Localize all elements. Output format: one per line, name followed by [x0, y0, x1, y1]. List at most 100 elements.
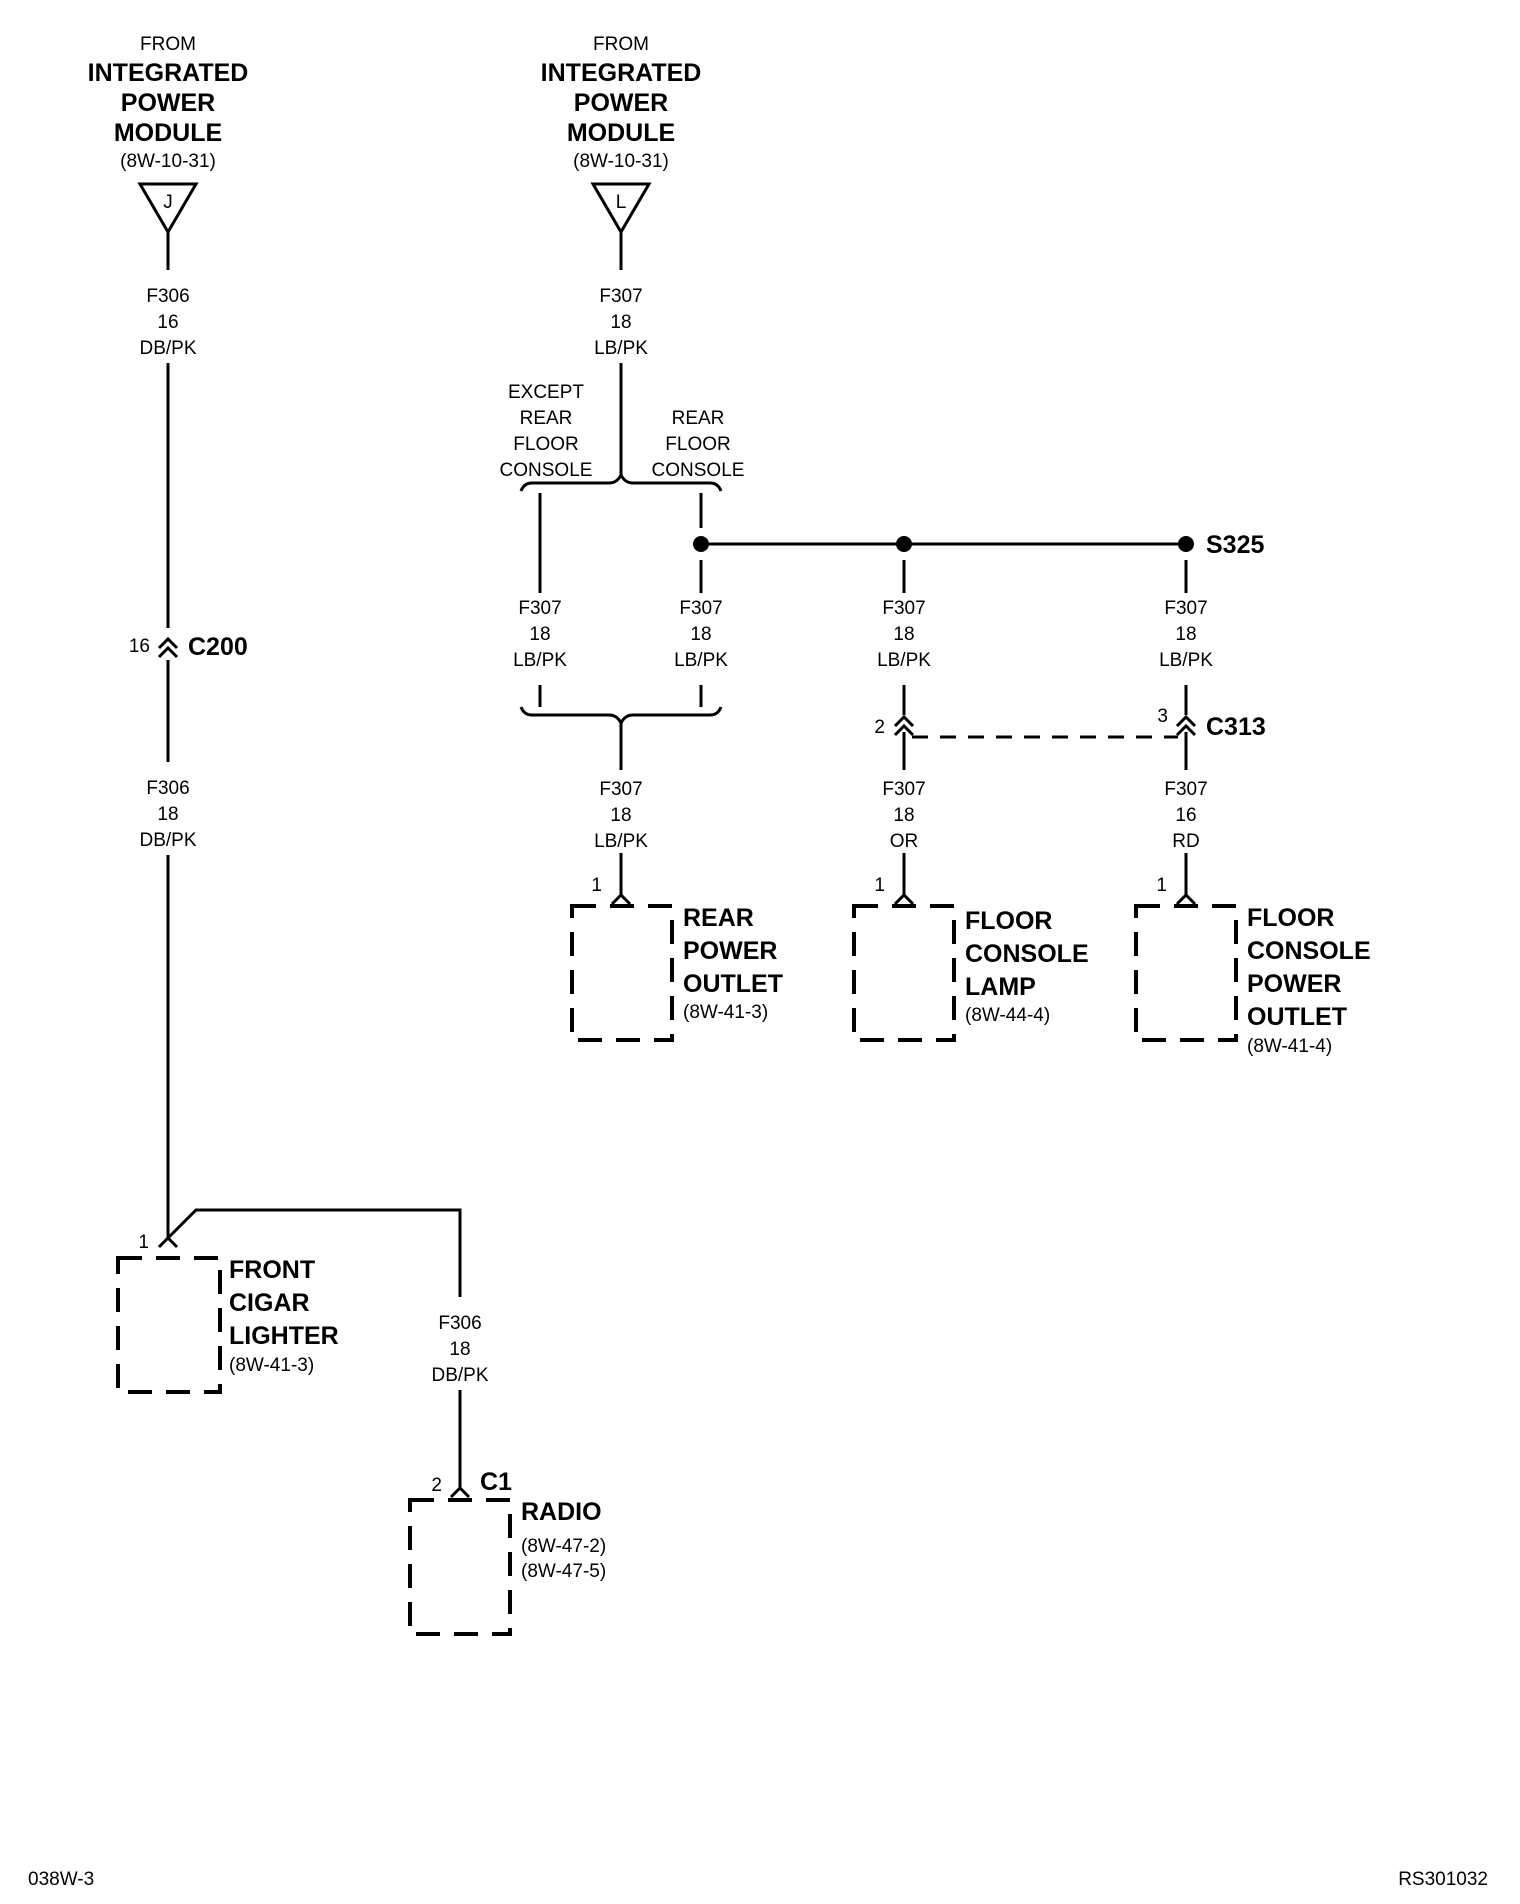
wire-gauge: 18 — [610, 805, 631, 826]
component-ref: (8W-47-2) — [521, 1536, 606, 1557]
source-module-line: INTEGRATED — [88, 59, 249, 87]
component-pin: 1 — [591, 875, 602, 896]
option-right-line: REAR — [672, 408, 725, 429]
splice-dot — [896, 536, 912, 552]
wire-color: LB/PK — [594, 831, 648, 852]
wire-color: DB/PK — [431, 1365, 488, 1386]
wire-color: LB/PK — [1159, 650, 1213, 671]
component-name-line: FLOOR — [1247, 904, 1335, 932]
component-ref: (8W-44-4) — [965, 1005, 1050, 1026]
connector-chevron-icon — [610, 892, 632, 906]
wires — [166, 232, 1188, 1488]
component-name-line: POWER — [1247, 970, 1341, 998]
wire-gauge: 18 — [690, 624, 711, 645]
source-ipm-j: FROM INTEGRATED POWER MODULE (8W-10-31) … — [88, 34, 249, 235]
component-ref: (8W-41-4) — [1247, 1036, 1332, 1057]
wire-circuit: F307 — [1164, 779, 1207, 800]
wire-color: OR — [890, 831, 919, 852]
wire-circuit: F307 — [518, 598, 561, 619]
c313-pin-b: 3 — [1157, 706, 1168, 727]
connector-chevron-icon — [893, 723, 915, 737]
component-name-line: LAMP — [965, 973, 1036, 1001]
wire-gauge: 16 — [157, 312, 178, 333]
source-module-line: POWER — [574, 89, 668, 117]
wire-circuit: F306 — [146, 286, 189, 307]
component-box — [570, 904, 674, 1042]
source-pin-label: L — [616, 192, 627, 213]
wire-color: LB/PK — [513, 650, 567, 671]
component-radio: 2 C1 RADIO (8W-47-2) (8W-47-5) — [408, 1468, 606, 1636]
component-box — [116, 1256, 222, 1394]
component-box — [408, 1498, 512, 1636]
component-floor-console-power-outlet: 1 FLOOR CONSOLE POWER OUTLET (8W-41-4) — [1134, 875, 1371, 1057]
wire-circuit: F307 — [599, 286, 642, 307]
component-name-line: FRONT — [229, 1256, 315, 1284]
wire-circuit: F307 — [882, 779, 925, 800]
connector-chevron-icon — [449, 1485, 471, 1499]
component-floor-console-lamp: 1 FLOOR CONSOLE LAMP (8W-44-4) — [852, 875, 1089, 1042]
wire-circuit: F307 — [599, 779, 642, 800]
source-module-line: MODULE — [567, 119, 675, 147]
component-name-line: RADIO — [521, 1498, 602, 1526]
source-module-line: INTEGRATED — [541, 59, 702, 87]
component-box — [852, 904, 956, 1042]
connector-chevron-icon — [1175, 892, 1197, 906]
c200-connector: 16 C200 — [129, 633, 248, 661]
component-name-line: CONSOLE — [965, 940, 1089, 968]
wire-gauge: 18 — [893, 624, 914, 645]
component-pin: 1 — [874, 875, 885, 896]
component-name-line: POWER — [683, 937, 777, 965]
option-left-line: CONSOLE — [500, 460, 593, 481]
component-name-line: CONSOLE — [1247, 937, 1371, 965]
wire-color: DB/PK — [139, 338, 196, 359]
option-right-line: CONSOLE — [652, 460, 745, 481]
source-from-label: FROM — [593, 34, 649, 55]
c200-label: C200 — [188, 633, 248, 661]
wire-gauge: 16 — [1175, 805, 1196, 826]
source-module-line: MODULE — [114, 119, 222, 147]
connector-chevron-icon — [893, 892, 915, 906]
footer-figure-code: RS301032 — [1398, 1869, 1488, 1890]
wire-gauge: 18 — [610, 312, 631, 333]
wire-labels: F306 16 DB/PK F306 18 DB/PK F306 18 DB/P… — [139, 286, 1213, 1386]
wire-color: DB/PK — [139, 830, 196, 851]
connector-chevron-icon — [1175, 714, 1197, 728]
component-name-line: OUTLET — [683, 970, 783, 998]
wire-circuit: F307 — [882, 598, 925, 619]
component-name-line: REAR — [683, 904, 754, 932]
wire-segment — [166, 1208, 462, 1297]
wire-circuit: F306 — [146, 778, 189, 799]
component-name-line: CIGAR — [229, 1289, 310, 1317]
component-pin: 1 — [1156, 875, 1167, 896]
fuse-source-triangle-icon — [590, 182, 652, 235]
connector-chevron-icon — [893, 714, 915, 728]
wire-gauge: 18 — [1175, 624, 1196, 645]
source-pin-label: J — [163, 192, 173, 213]
source-ref: (8W-10-31) — [573, 151, 669, 172]
connector-chevron-icon — [157, 645, 179, 659]
option-left-line: REAR — [520, 408, 573, 429]
option-left-line: EXCEPT — [508, 382, 584, 403]
c1-label: C1 — [480, 1468, 512, 1496]
component-name-line: OUTLET — [1247, 1003, 1347, 1031]
wire-color: LB/PK — [877, 650, 931, 671]
source-ref: (8W-10-31) — [120, 151, 216, 172]
component-box — [1134, 904, 1238, 1042]
connector-chevron-icon — [157, 636, 179, 650]
component-pin: 2 — [431, 1475, 442, 1496]
splice-dot — [693, 536, 709, 552]
option-right-line: FLOOR — [665, 434, 730, 455]
component-name-line: FLOOR — [965, 907, 1053, 935]
option-bracket-top — [519, 471, 723, 492]
source-ipm-l: FROM INTEGRATED POWER MODULE (8W-10-31) … — [541, 34, 702, 235]
option-left-line: FLOOR — [513, 434, 578, 455]
component-name-line: LIGHTER — [229, 1322, 339, 1350]
fuse-source-triangle-icon — [137, 182, 199, 235]
splice-dot — [1178, 536, 1194, 552]
component-rear-power-outlet: 1 REAR POWER OUTLET (8W-41-3) — [570, 875, 783, 1042]
option-labels: EXCEPT REAR FLOOR CONSOLE REAR FLOOR CON… — [500, 382, 745, 481]
wire-circuit: F307 — [1164, 598, 1207, 619]
connector-chevron-icon — [157, 1235, 179, 1249]
footer-page-code: 038W-3 — [28, 1869, 94, 1890]
